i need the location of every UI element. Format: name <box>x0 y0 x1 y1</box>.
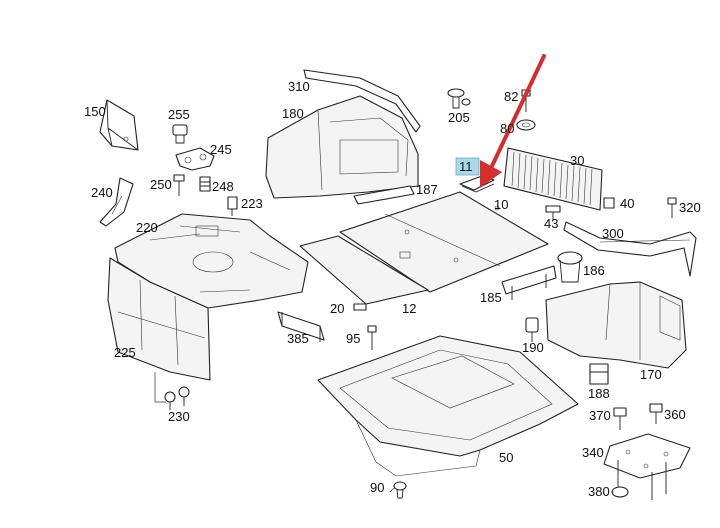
part-340-plate <box>603 433 691 500</box>
callout-188: 188 <box>588 386 610 401</box>
part-187-cover-strip <box>353 185 415 205</box>
part-225-trim-panel <box>107 257 211 381</box>
part-90-plug <box>393 481 407 499</box>
part-205-pushpin <box>447 88 471 109</box>
callout-43: 43 <box>544 216 558 231</box>
part-12-floor-panel <box>299 235 429 305</box>
part-360-screw <box>649 403 663 424</box>
callout-185: 185 <box>480 290 502 305</box>
callout-170: 170 <box>640 367 662 382</box>
part-186-plug <box>557 251 583 283</box>
part-10-floor-board <box>339 191 549 293</box>
callout-300: 300 <box>602 226 624 241</box>
part-50-spare-wheel-tub <box>317 335 579 477</box>
callout-20: 20 <box>330 301 344 316</box>
part-370-screw <box>613 407 627 430</box>
callout-225: 225 <box>114 345 136 360</box>
part-255-plug <box>172 124 188 144</box>
callout-190: 190 <box>522 340 544 355</box>
callout-82: 82 <box>504 89 518 104</box>
callout-205: 205 <box>448 110 470 125</box>
callout-30: 30 <box>570 153 584 168</box>
callout-180: 180 <box>282 106 304 121</box>
callout-250: 250 <box>150 177 172 192</box>
part-250-screw <box>173 174 185 196</box>
callout-90: 90 <box>370 480 384 495</box>
part-230-pins <box>154 372 190 410</box>
part-150-bracket <box>99 99 139 151</box>
callout-50: 50 <box>499 450 513 465</box>
callout-380: 380 <box>588 484 610 499</box>
part-185-bracket <box>501 265 557 300</box>
part-385-strip <box>277 311 325 342</box>
part-170-side-trim <box>545 281 687 369</box>
callout-150: 150 <box>84 104 106 119</box>
part-95-screw <box>367 325 377 350</box>
callout-230: 230 <box>168 409 190 424</box>
callout-186: 186 <box>583 263 605 278</box>
part-40-nut <box>603 197 615 209</box>
part-188-bracket <box>589 363 609 385</box>
part-30-vent-grille <box>503 147 603 211</box>
callout-320: 320 <box>679 200 701 215</box>
part-300-rail <box>563 221 697 277</box>
callout-370: 370 <box>589 408 611 423</box>
part-20-hook <box>353 303 367 311</box>
callout-360: 360 <box>664 407 686 422</box>
callout-310: 310 <box>288 79 310 94</box>
callout-245: 245 <box>210 142 232 157</box>
part-245-bracket <box>175 147 215 171</box>
part-320-screw <box>667 197 677 218</box>
callout-385: 385 <box>287 331 309 346</box>
callout-220: 220 <box>136 220 158 235</box>
callout-248: 248 <box>212 179 234 194</box>
red-arrow-pointer <box>480 54 546 188</box>
part-190-fastener <box>525 317 539 342</box>
callout-255: 255 <box>168 107 190 122</box>
callout-10: 10 <box>494 197 508 212</box>
callout-340: 340 <box>582 445 604 460</box>
part-80-grommet <box>516 119 536 131</box>
callout-240: 240 <box>91 185 113 200</box>
callout-80: 80 <box>500 121 514 136</box>
callout-95: 95 <box>346 331 360 346</box>
part-240-strip <box>99 177 134 227</box>
callout-40: 40 <box>620 196 634 211</box>
callout-223: 223 <box>241 196 263 211</box>
part-43-screw <box>545 205 561 220</box>
part-248-clip <box>199 176 211 192</box>
part-223-clip <box>227 196 238 216</box>
callout-12: 12 <box>402 301 416 316</box>
part-180-side-trim <box>265 95 419 199</box>
part-310-trim-strip <box>303 69 421 133</box>
part-380-nut <box>611 486 629 498</box>
highlight-box-11 <box>455 157 480 176</box>
callout-11: 11 <box>459 159 473 174</box>
callout-187: 187 <box>416 182 438 197</box>
